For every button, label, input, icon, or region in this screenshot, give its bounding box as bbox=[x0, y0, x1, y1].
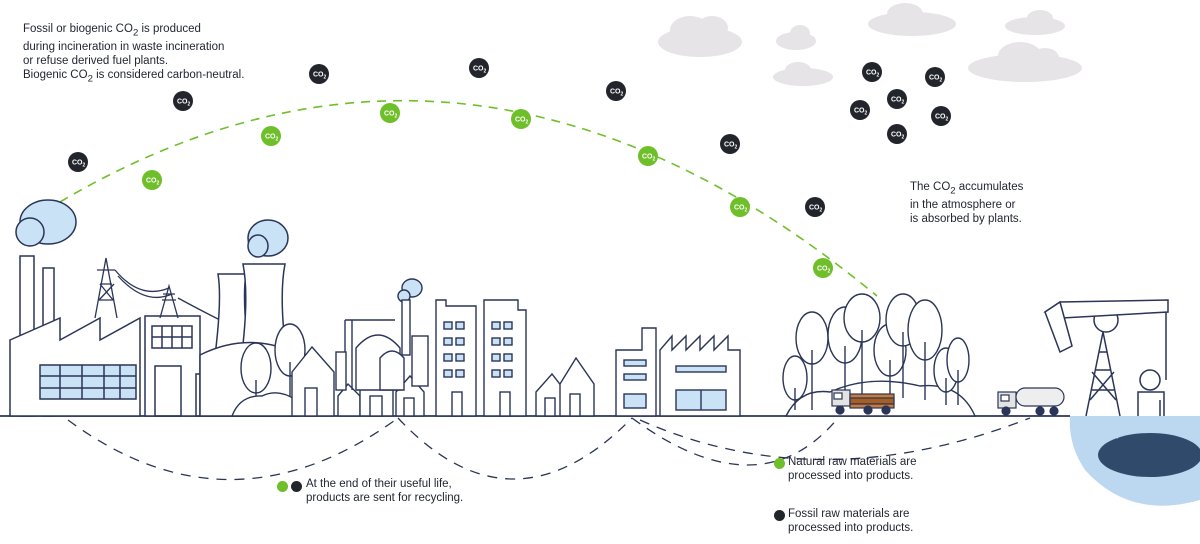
note-line: is considered carbon-neutral. bbox=[92, 69, 245, 82]
co2-bubble-icon: CO2 bbox=[309, 64, 329, 84]
co2-bubble-label: CO2 bbox=[610, 89, 624, 98]
co2-bubble-label: CO2 bbox=[935, 114, 949, 123]
tanker-truck-icon bbox=[997, 387, 1065, 416]
cloud-icon bbox=[773, 62, 833, 86]
subscript: 2 bbox=[87, 73, 93, 85]
co2-bubble-icon: CO2 bbox=[511, 109, 531, 129]
sky-clouds bbox=[658, 3, 1082, 86]
green-dot-icon bbox=[774, 458, 785, 469]
cloud-icon bbox=[776, 25, 816, 50]
co2-bubble-label: CO2 bbox=[642, 154, 656, 163]
co2-bubble-icon: CO2 bbox=[68, 152, 88, 172]
co2-bubble-label: CO2 bbox=[473, 66, 487, 75]
co2-bubble-label: CO2 bbox=[866, 70, 880, 79]
co2-bubble-icon: CO2 bbox=[887, 124, 907, 144]
natural-materials-note: Natural raw materials are processed into… bbox=[788, 455, 948, 483]
note-line: Natural raw materials are bbox=[788, 456, 917, 468]
co2-bubble-label: CO2 bbox=[265, 134, 279, 143]
co2-bubble-label: CO2 bbox=[929, 75, 943, 84]
co2-bubble-icon: CO2 bbox=[813, 258, 833, 278]
oil-reservoir bbox=[1069, 416, 1200, 506]
co2-bubble-label: CO2 bbox=[734, 205, 748, 214]
note-line: is absorbed by plants. bbox=[910, 213, 1022, 226]
note-line: The CO bbox=[910, 181, 951, 193]
incineration-note: Fossil or biogenic CO2 is produced durin… bbox=[23, 22, 283, 87]
factory-icon bbox=[9, 199, 213, 417]
co2-bubble-icon: CO2 bbox=[606, 81, 626, 101]
subscript: 2 bbox=[950, 185, 956, 197]
cloud-icon bbox=[658, 16, 742, 57]
underground-flows bbox=[67, 417, 1031, 481]
co2-arc-path bbox=[59, 99, 878, 297]
co2-bubble-icon: CO2 bbox=[469, 58, 489, 78]
co2-bubble-label: CO2 bbox=[146, 178, 160, 187]
processing-plant-icon bbox=[615, 327, 741, 417]
note-line: Biogenic CO bbox=[23, 69, 88, 82]
co2-bubble-icon: CO2 bbox=[887, 89, 907, 109]
recycling-note: At the end of their useful life, product… bbox=[306, 477, 506, 505]
note-line: during incineration in waste incineratio… bbox=[23, 41, 225, 54]
fossil-materials-note: Fossil raw materials are processed into … bbox=[788, 507, 948, 535]
forest-icon bbox=[782, 293, 977, 417]
subscript: 2 bbox=[132, 27, 139, 39]
co2-bubble-icon: CO2 bbox=[261, 126, 281, 146]
co2-bubble-label: CO2 bbox=[817, 266, 831, 275]
co2-bubble-icon: CO2 bbox=[142, 170, 162, 190]
co2-bubble-label: CO2 bbox=[809, 205, 823, 214]
co2-bubble-icon: CO2 bbox=[862, 62, 882, 82]
co2-bubble-label: CO2 bbox=[891, 132, 905, 141]
houses-icon bbox=[535, 356, 595, 417]
co2-bubble-icon: CO2 bbox=[931, 106, 951, 126]
note-line: processed into products. bbox=[788, 522, 914, 534]
co2-bubble-icon: CO2 bbox=[805, 197, 825, 217]
green-dot-icon bbox=[277, 481, 288, 492]
note-line: products are sent for recycling. bbox=[306, 492, 464, 504]
co2-bubble-icon: CO2 bbox=[638, 146, 658, 166]
co2-bubble-label: CO2 bbox=[72, 160, 86, 169]
co2-bubble-icon: CO2 bbox=[720, 134, 740, 154]
co2-bubble-icon: CO2 bbox=[850, 100, 870, 120]
co2-bubble-label: CO2 bbox=[854, 108, 868, 117]
note-line: is produced bbox=[138, 23, 201, 35]
tree-icon bbox=[230, 323, 306, 417]
refinery-icon bbox=[335, 278, 429, 391]
note-line: Fossil raw materials are bbox=[788, 508, 910, 520]
cloud-icon bbox=[968, 42, 1082, 82]
dark-dot-icon bbox=[291, 481, 302, 492]
note-line: or refuse derived fuel plants. bbox=[23, 55, 169, 68]
co2-bubble-label: CO2 bbox=[724, 142, 738, 151]
note-line: accumulates bbox=[955, 181, 1024, 193]
apartment-blocks-icon bbox=[435, 299, 527, 417]
dark-dot-icon bbox=[774, 510, 785, 521]
co2-bubble-icon: CO2 bbox=[925, 67, 945, 87]
cloud-icon bbox=[868, 3, 956, 36]
power-pylon-icon bbox=[94, 257, 221, 321]
cloud-icon bbox=[1005, 10, 1065, 35]
co2-bubble-label: CO2 bbox=[384, 111, 398, 120]
atmosphere-note: The CO2 accumulates in the atmosphere or… bbox=[910, 180, 1060, 226]
co2-bubble-label: CO2 bbox=[515, 117, 529, 126]
co2-bubble-label: CO2 bbox=[891, 97, 905, 106]
co2-bubble-icon: CO2 bbox=[730, 197, 750, 217]
note-line: At the end of their useful life, bbox=[306, 478, 452, 490]
note-line: Fossil or biogenic CO bbox=[23, 23, 133, 35]
co2-bubble-label: CO2 bbox=[177, 99, 191, 108]
log-truck-icon bbox=[831, 389, 895, 415]
co2-bubble-icon: CO2 bbox=[380, 103, 400, 123]
co2-bubble-label: CO2 bbox=[313, 72, 327, 81]
co2-bubble-icon: CO2 bbox=[173, 91, 193, 111]
note-line: processed into products. bbox=[788, 470, 914, 482]
note-line: in the atmosphere or bbox=[910, 199, 1016, 212]
oil-pumpjack-icon bbox=[1043, 299, 1169, 417]
